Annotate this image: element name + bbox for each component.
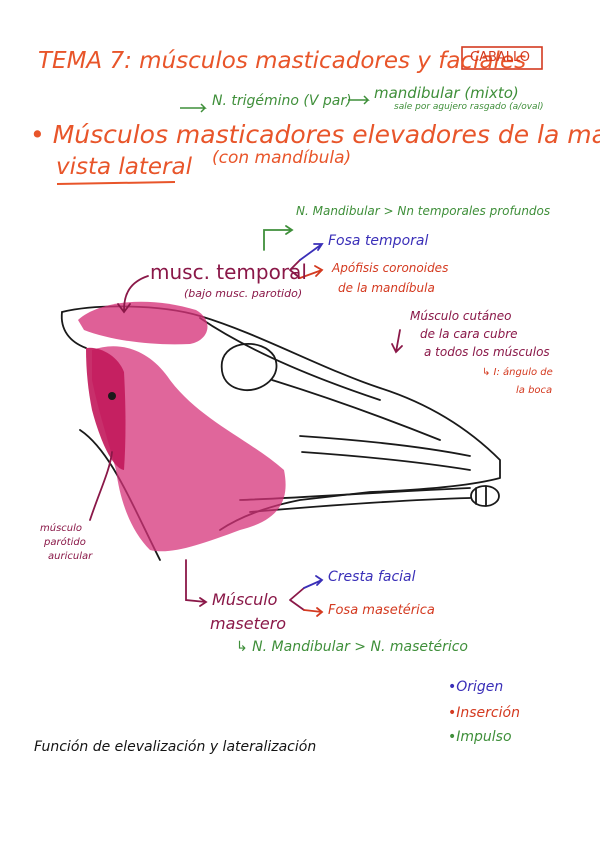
- parotido-line-3: auricular: [48, 552, 92, 562]
- temporal-label: musc. temporal: [150, 262, 307, 282]
- masetero-insertion: Fosa masetérica: [328, 604, 435, 617]
- nerve-mandibular: mandibular (mixto): [374, 86, 519, 101]
- masetero-label-1: Músculo: [212, 592, 277, 608]
- heading-underline: [57, 182, 175, 184]
- parotido-line-1: músculo: [40, 524, 82, 534]
- heading-vista-lateral: vista lateral: [56, 156, 192, 179]
- temporal-origin: Fosa temporal: [328, 234, 428, 248]
- temporal-muscle: [78, 302, 207, 345]
- arrow-origin-temporal: [300, 244, 322, 260]
- masetero-nerve: ↳ N. Mandibular > N. masetérico: [236, 640, 468, 654]
- cutaneo-note-1: ↳ I: ángulo de: [482, 368, 553, 378]
- bracket-masetero: [290, 588, 304, 610]
- masetero-label-2: masetero: [210, 616, 286, 632]
- legend-impulse: •Impulso: [448, 730, 512, 744]
- arrow-insertion-masetero: [304, 608, 322, 616]
- masetero-origin: Cresta facial: [328, 570, 416, 584]
- orbit: [222, 344, 277, 390]
- arrow-cutaneo: [392, 330, 402, 352]
- legend-insertion: •Inserción: [448, 706, 520, 720]
- nerve-foramen-note: sale por agujero rasgado (a/oval): [394, 103, 544, 112]
- parotid-muscle: [86, 348, 126, 470]
- parotido-line-2: parótido: [44, 538, 86, 548]
- arrow-masetero: [186, 560, 206, 606]
- function-note: Función de elevalización y lateralizació…: [34, 740, 316, 754]
- cutaneo-line-3: a todos los músculos: [424, 346, 550, 358]
- cutaneo-line-2: de la cara cubre: [420, 328, 518, 340]
- species-label: CABALLO: [470, 51, 530, 64]
- nerve-trigemino: N. trigémino (V par): [212, 94, 352, 108]
- legend-origin: •Origen: [448, 680, 503, 694]
- heading-con-mandibula: (con mandíbula): [212, 150, 351, 167]
- temporal-insertion-1: Apófisis coronoides: [332, 262, 448, 274]
- arrow-nerve-temporal: [264, 226, 292, 250]
- cutaneo-line-1: Músculo cutáneo: [410, 310, 512, 322]
- cutaneo-note-2: la boca: [516, 386, 552, 396]
- temporal-note: (bajo musc. parotido): [184, 288, 302, 299]
- temporal-nerve: N. Mandibular > Nn temporales profundos: [296, 205, 550, 217]
- arrow-origin-masetero: [304, 576, 322, 588]
- section-heading: • Músculos masticadores elevadores de la…: [30, 122, 600, 147]
- ear-canal: [108, 392, 116, 400]
- temporal-insertion-2: de la mandíbula: [338, 282, 435, 294]
- page-title: TEMA 7: músculos masticadores y faciales: [38, 50, 526, 73]
